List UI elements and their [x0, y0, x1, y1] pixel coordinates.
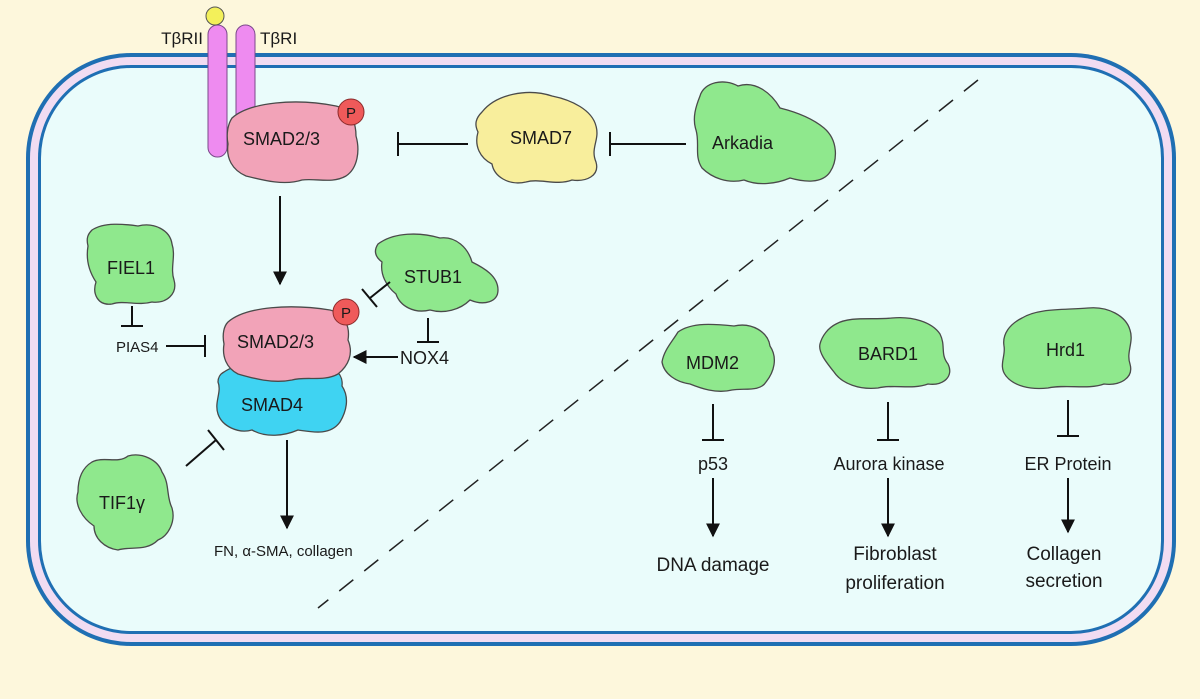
aurora-kinase-label: Aurora kinase	[833, 454, 944, 474]
fibroblast-label-2: proliferation	[845, 573, 944, 594]
hrd1-protein: Hrd1	[1001, 307, 1132, 390]
bard1-label: BARD1	[858, 344, 918, 364]
cytoplasm	[41, 68, 1161, 631]
dna-damage-label: DNA damage	[656, 555, 769, 576]
er-protein-label: ER Protein	[1024, 454, 1111, 474]
mdm2-label: MDM2	[686, 353, 739, 373]
smad4-protein: SMAD4	[216, 361, 348, 436]
cell-membrane	[26, 53, 1176, 646]
smad23-top-label: SMAD2/3	[243, 129, 320, 149]
bard1-protein: BARD1	[819, 316, 951, 390]
mdm2-protein: MDM2	[661, 323, 776, 392]
pias4-label: PIAS4	[116, 339, 159, 356]
tgfb-ligand	[205, 6, 225, 26]
tbrii-receptor	[207, 24, 228, 158]
fiel1-label: FIEL1	[107, 258, 155, 278]
text-labels: PIAS4 NOX4 FN, α-SMA, collagen p53 DNA d…	[116, 339, 1112, 594]
tif1g-inhibits-smad4-line	[185, 439, 217, 467]
stub1-label: STUB1	[404, 267, 462, 287]
stub1-inhibits-smad23-line	[369, 281, 391, 299]
arkadia-protein: Arkadia	[693, 81, 836, 185]
tif1g-label: TIF1γ	[99, 493, 145, 513]
phospho-label-complex: P	[341, 305, 351, 322]
stub1-protein: STUB1	[374, 233, 499, 313]
smad7-protein: SMAD7	[475, 91, 598, 184]
fibroblast-label-1: Fibroblast	[853, 544, 937, 565]
fiel1-protein: FIEL1	[86, 223, 176, 305]
smad23-complex-protein: SMAD2/3 P	[222, 298, 360, 382]
interaction-edges	[121, 132, 1079, 538]
smad23-top-protein: SMAD2/3 P	[226, 98, 365, 184]
tif1g-protein: TIF1γ	[76, 454, 174, 551]
divider-dashed-line	[317, 79, 979, 609]
outputs-label: FN, α-SMA, collagen	[214, 543, 353, 560]
stub1-inhibits-smad23-bar	[361, 288, 378, 308]
arkadia-label: Arkadia	[712, 133, 774, 153]
hrd1-label: Hrd1	[1046, 340, 1085, 360]
tif1g-inhibits-smad4-bar	[207, 429, 225, 451]
smad4-label: SMAD4	[241, 395, 303, 415]
phospho-badge-complex	[332, 298, 360, 326]
tbrii-label: TβRII	[161, 29, 203, 48]
smad7-label: SMAD7	[510, 128, 572, 148]
phospho-badge-top	[337, 98, 365, 126]
phospho-label-top: P	[346, 105, 356, 122]
tbri-label: TβRI	[260, 29, 297, 48]
collagen-label-2: secretion	[1025, 571, 1102, 592]
collagen-label-1: Collagen	[1027, 544, 1102, 565]
p53-label: p53	[698, 454, 728, 474]
smad23-complex-label: SMAD2/3	[237, 332, 314, 352]
nox4-label: NOX4	[400, 348, 449, 368]
